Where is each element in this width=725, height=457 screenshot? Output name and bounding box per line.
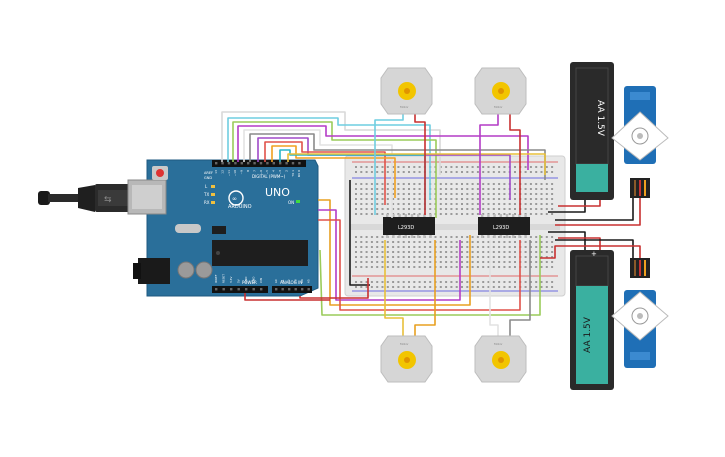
on-led <box>296 200 300 203</box>
digital-pin-label: ~9 <box>240 170 244 175</box>
dc-motor-3-label: Motor <box>400 342 409 346</box>
atmega-chip <box>212 240 308 266</box>
digital-header <box>212 160 306 167</box>
servo-1 <box>611 86 669 198</box>
dc-motor-1: Motor <box>380 67 433 115</box>
digital-pin-label: 13 <box>214 170 218 174</box>
dc-motor-2-label: Motor <box>494 105 503 109</box>
usb-cable: ⇆ <box>38 184 137 212</box>
motor-driver-1: L293D <box>383 214 435 238</box>
analog-header-label: ANALOG IN <box>280 280 302 285</box>
digital-pin-label: ~10 <box>233 170 237 176</box>
dc-motor-4: Motor <box>474 335 527 383</box>
bottom-pin-label: GND <box>244 277 248 283</box>
tx-led-label: TX <box>203 192 209 197</box>
power-header-label: POWER <box>242 280 257 285</box>
digital-pin-label: ~6 <box>259 170 263 175</box>
battery-2: + AA 1.5V <box>570 250 614 390</box>
digital-pin-label: RX 0 <box>297 170 301 177</box>
battery-2-label: AA 1.5V <box>583 316 593 353</box>
bottom-pin-label: A2 <box>287 279 291 283</box>
motor-driver-1-label: L293D <box>398 225 414 231</box>
rx-led-label: RX <box>204 200 210 205</box>
arduino-logo-icon <box>228 190 244 206</box>
dc-motor-3: Motor <box>380 335 433 383</box>
digital-pin-label: 7 <box>252 170 256 172</box>
digital-pin-label: 2 <box>284 170 288 172</box>
battery-1-label: AA 1.5V <box>595 100 605 137</box>
bottom-pin-label: A4 <box>300 279 304 283</box>
motor-driver-2: L293D <box>478 214 530 238</box>
wires <box>221 111 641 336</box>
bottom-pin-label: 3.3V <box>229 277 233 283</box>
bottom-pin-label: A5 <box>307 279 311 283</box>
bottom-pin-label: IOREF <box>214 274 218 283</box>
bottom-pin-label: VIN <box>259 278 263 283</box>
bottom-pin-label: GND <box>252 277 256 283</box>
dc-motor-2: Motor <box>474 67 527 115</box>
breadboard: L293D L293D <box>344 155 566 297</box>
digital-pin-label: ~5 <box>265 170 269 175</box>
servo-2 <box>611 258 669 368</box>
bottom-pin-label: A3 <box>294 279 298 283</box>
aref-label: AREF <box>204 171 213 175</box>
digital-pin-label: 4 <box>272 170 276 172</box>
dc-motor-1-label: Motor <box>400 105 409 109</box>
bottom-pin-label: A0 <box>274 279 278 283</box>
svg-text:∞: ∞ <box>232 196 237 203</box>
board-brand: ARDUINO <box>228 204 252 210</box>
on-led-label: ON <box>288 200 294 205</box>
bottom-pin-label: RESET <box>222 274 226 283</box>
digital-header-label: DIGITAL (PWM~) <box>252 174 286 179</box>
dc-motor-4-label: Motor <box>494 342 503 346</box>
digital-pin-label: 8 <box>246 170 250 172</box>
digital-pin-label: ~11 <box>227 170 231 176</box>
digital-pin-label: ~3 <box>278 170 282 175</box>
arduino-uno-board: UNO ARDUINO ∞ DIGITAL (PWM~) POWER ANALO… <box>127 159 319 297</box>
gnd-label: GND <box>204 176 212 180</box>
battery-2-plus: + <box>591 250 597 258</box>
dc-power-jack <box>138 258 170 284</box>
analog-header <box>272 286 312 293</box>
digital-pin-label: 12 <box>220 170 224 174</box>
bottom-pin-label: 5V <box>237 279 241 283</box>
board-model: UNO <box>265 186 290 199</box>
digital-pin-label: TX 1 <box>291 170 295 178</box>
motor-driver-2-label: L293D <box>493 225 509 231</box>
usb-icon: ⇆ <box>104 195 112 205</box>
l-led-label: L <box>205 184 208 189</box>
battery-1: AA 1.5V <box>570 62 614 200</box>
power-header <box>212 286 268 293</box>
bottom-pin-label: A1 <box>281 279 285 283</box>
